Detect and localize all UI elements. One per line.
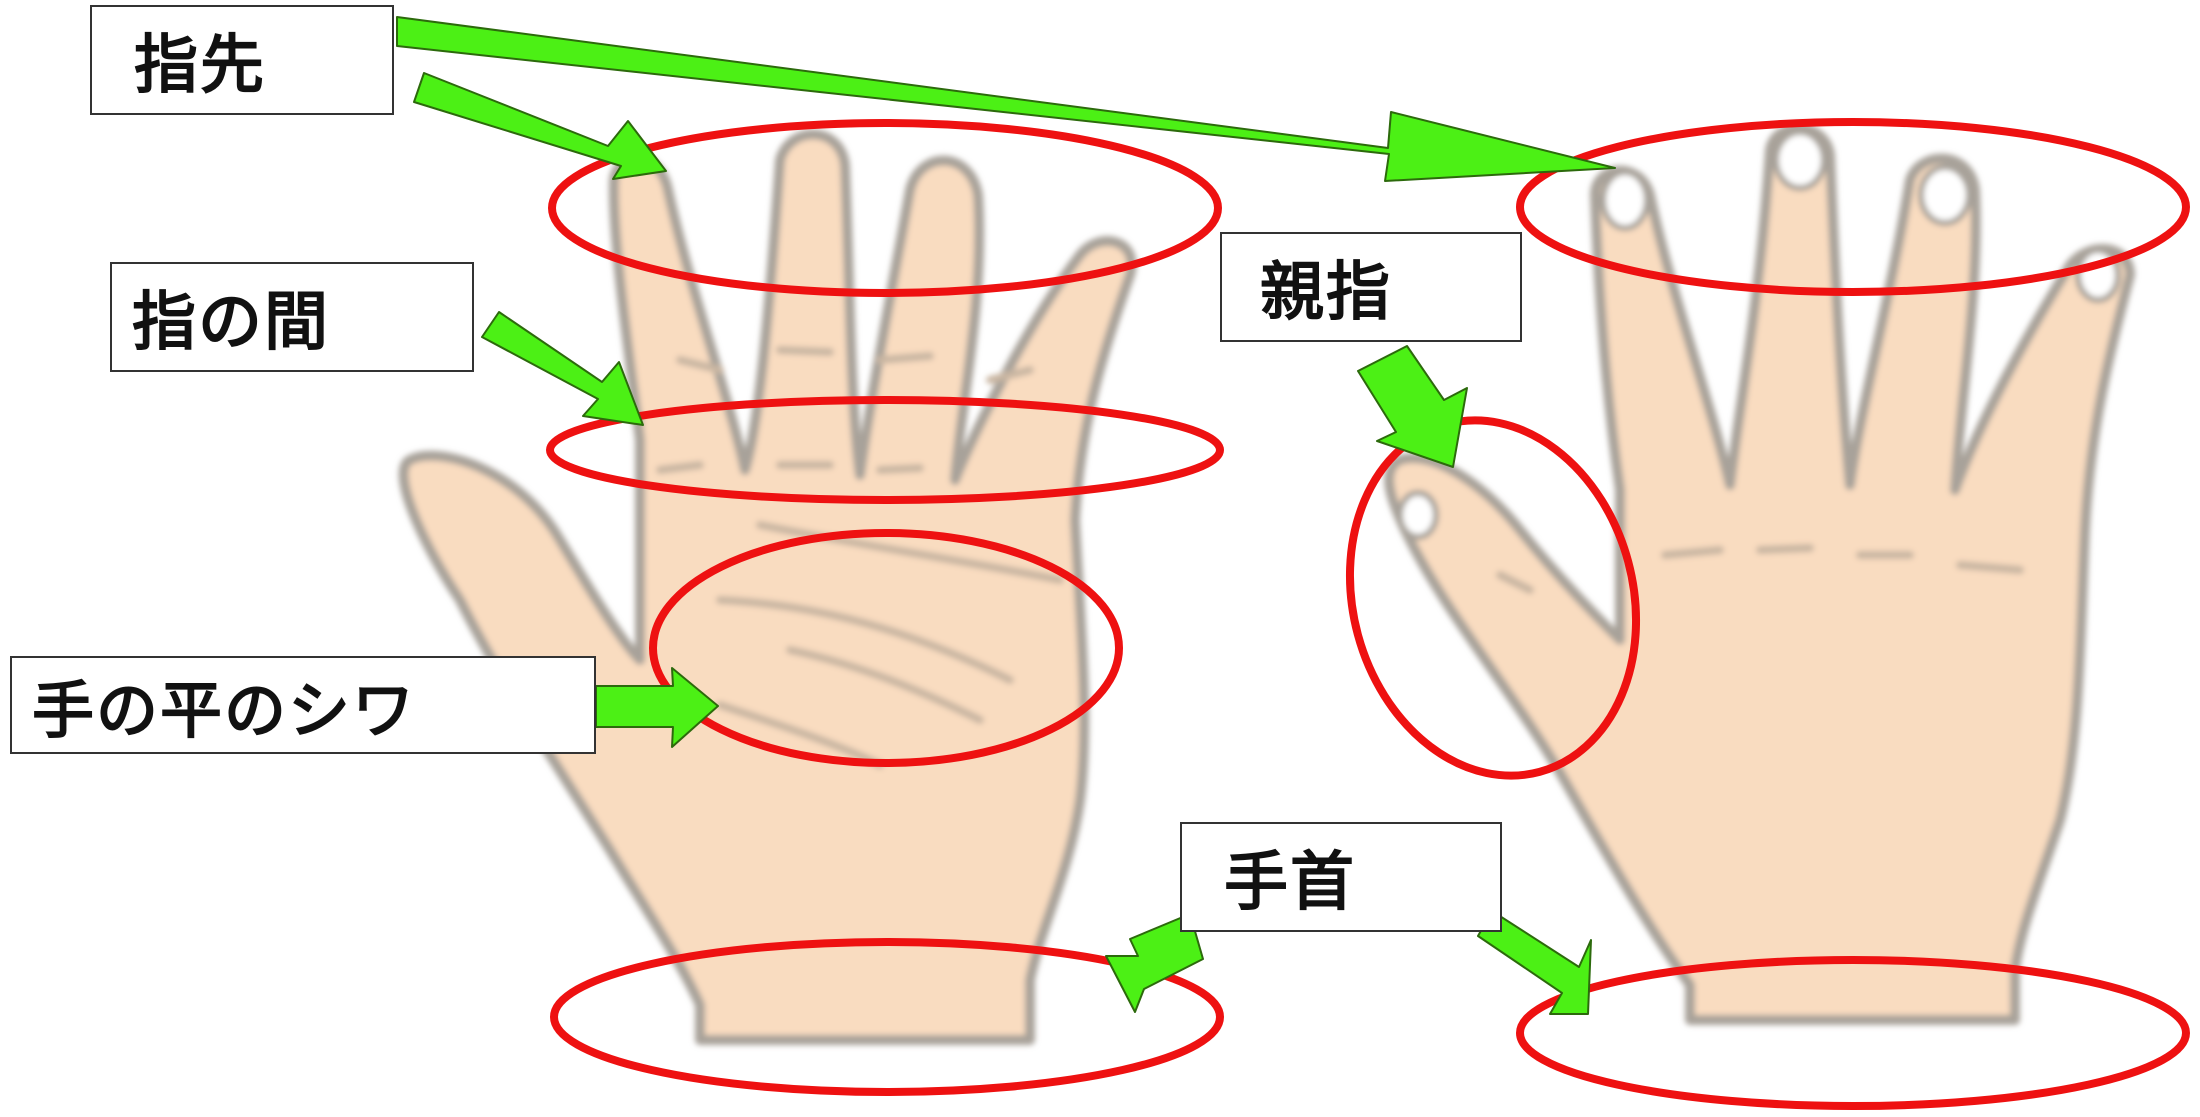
right-hand-outline xyxy=(1384,123,2135,1025)
label-palm-creases: 手の平のシワ xyxy=(10,656,596,754)
green-arrow-icon xyxy=(1105,913,1204,1013)
green-arrow-icon xyxy=(595,667,719,748)
label-between-fingers: 指の間 xyxy=(110,262,474,372)
palm-creases xyxy=(656,346,1064,769)
green-arrow-icon xyxy=(1477,910,1592,1015)
ring-right-fingertips xyxy=(1516,118,2190,296)
label-wrist: 手首 xyxy=(1180,822,1502,932)
pointer-arrows xyxy=(396,16,1616,1015)
left-hand-outline xyxy=(398,129,1137,1045)
green-arrow-icon xyxy=(1357,345,1468,468)
ring-left-wrist xyxy=(550,938,1224,1096)
highlight-rings xyxy=(546,118,2190,1110)
label-fingertip: 指先 xyxy=(90,5,394,115)
knuckle-lines xyxy=(1496,544,2024,594)
ring-left-fingertips xyxy=(548,119,1222,297)
green-arrow-icon xyxy=(481,311,644,426)
green-arrow-icon xyxy=(413,72,667,180)
ring-right-wrist xyxy=(1516,956,2190,1110)
right-hand-back xyxy=(1384,123,2135,1025)
left-hand-palm xyxy=(398,129,1137,1045)
ring-left-between-fingers xyxy=(546,396,1224,504)
green-arrow-icon xyxy=(396,16,1616,182)
label-thumb: 親指 xyxy=(1220,232,1522,342)
ring-left-palm xyxy=(649,529,1123,767)
fingernails xyxy=(1397,129,2121,540)
